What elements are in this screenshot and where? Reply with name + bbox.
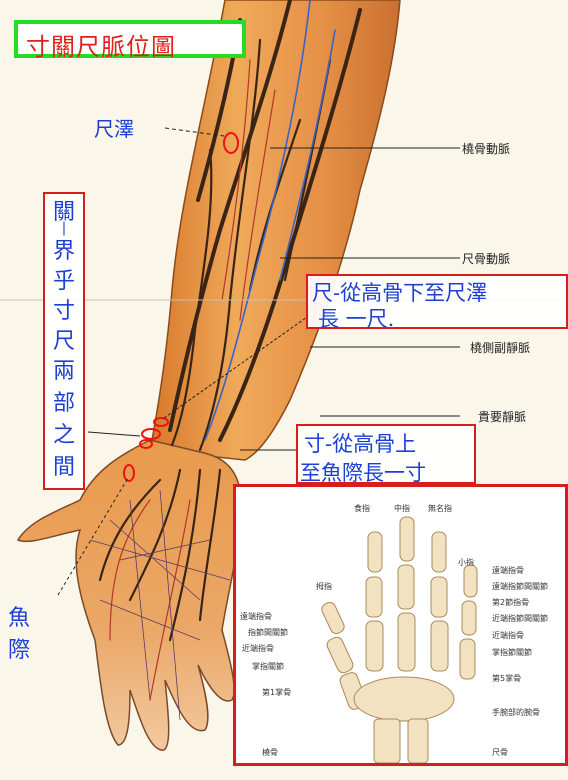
hand-right-label: 遠端指節間關節 <box>492 581 548 592</box>
guan-char: 部 <box>50 388 78 419</box>
page-title: 寸關尺脈位圖 <box>26 27 176 62</box>
hand-left-label: 橈骨 <box>262 747 278 758</box>
hand-left-label: 指節間關節 <box>248 627 288 638</box>
guan-char: | <box>50 220 78 236</box>
guan-char: 間 <box>50 452 78 483</box>
basilic-vein-label: 貴要靜脈 <box>478 408 526 425</box>
ulnar-artery-label: 尺骨動脈 <box>462 250 510 267</box>
chi-line2: 長 一尺. <box>318 303 394 333</box>
guan-annotation-box: 關 | 界 乎 寸 尺 兩 部 之 間 <box>43 192 85 490</box>
hand-top-label: 無名指 <box>428 503 452 514</box>
hand-right-label: 遠端指骨 <box>492 565 524 576</box>
guan-char: 兩 <box>50 356 78 387</box>
guan-char: 之 <box>50 420 78 451</box>
hand-left-label: 第1掌骨 <box>262 687 291 698</box>
hand-bone-illustration <box>236 487 565 763</box>
pinky-label: 小指 <box>458 557 474 568</box>
hand-right-label: 掌指節關節 <box>492 647 532 658</box>
cun-line1: 寸-從高骨上 <box>304 428 416 458</box>
hand-top-label: 中指 <box>394 503 410 514</box>
hand-right-label: 手腕部的腕骨 <box>492 707 540 718</box>
hand-bone-inset: 食指 中指 無名指 拇指 小指 遠端指骨 指節間關節 近端指骨 掌指關節 第1掌… <box>233 484 568 766</box>
hand-right-label: 第2節指骨 <box>492 597 529 608</box>
hand-left-label: 遠端指骨 <box>240 611 272 622</box>
guan-char: 界 <box>50 236 78 267</box>
hand-left-label: 近端指骨 <box>242 643 274 654</box>
cun-annotation-box: 寸-從高骨上 至魚際長一寸 <box>296 424 476 484</box>
hand-right-label: 近端指節間關節 <box>492 613 548 624</box>
hand-left-label: 掌指關節 <box>252 661 284 672</box>
thumb-label: 拇指 <box>316 581 332 592</box>
hand-right-label: 近端指骨 <box>492 630 524 641</box>
cephalic-vein-label: 橈側副靜脈 <box>470 339 568 356</box>
title-box: 寸關尺脈位圖 <box>14 20 246 58</box>
chi-annotation-box: 尺-從高骨下至尺澤 長 一尺. <box>306 274 568 329</box>
hand-right-label: 第5掌骨 <box>492 673 521 684</box>
yuji-label-line2: 際 <box>8 632 30 664</box>
guan-char: 尺 <box>50 326 78 357</box>
hand-right-label: 尺骨 <box>492 747 508 758</box>
yuji-label-line1: 魚 <box>8 600 30 632</box>
guan-char: 寸 <box>50 296 78 327</box>
hand-top-label: 食指 <box>354 503 370 514</box>
radial-artery-label: 橈骨動脈 <box>462 140 510 157</box>
chize-label: 尺澤 <box>94 113 134 142</box>
guan-char: 乎 <box>50 266 78 297</box>
cun-line2: 至魚際長一寸 <box>300 457 426 487</box>
